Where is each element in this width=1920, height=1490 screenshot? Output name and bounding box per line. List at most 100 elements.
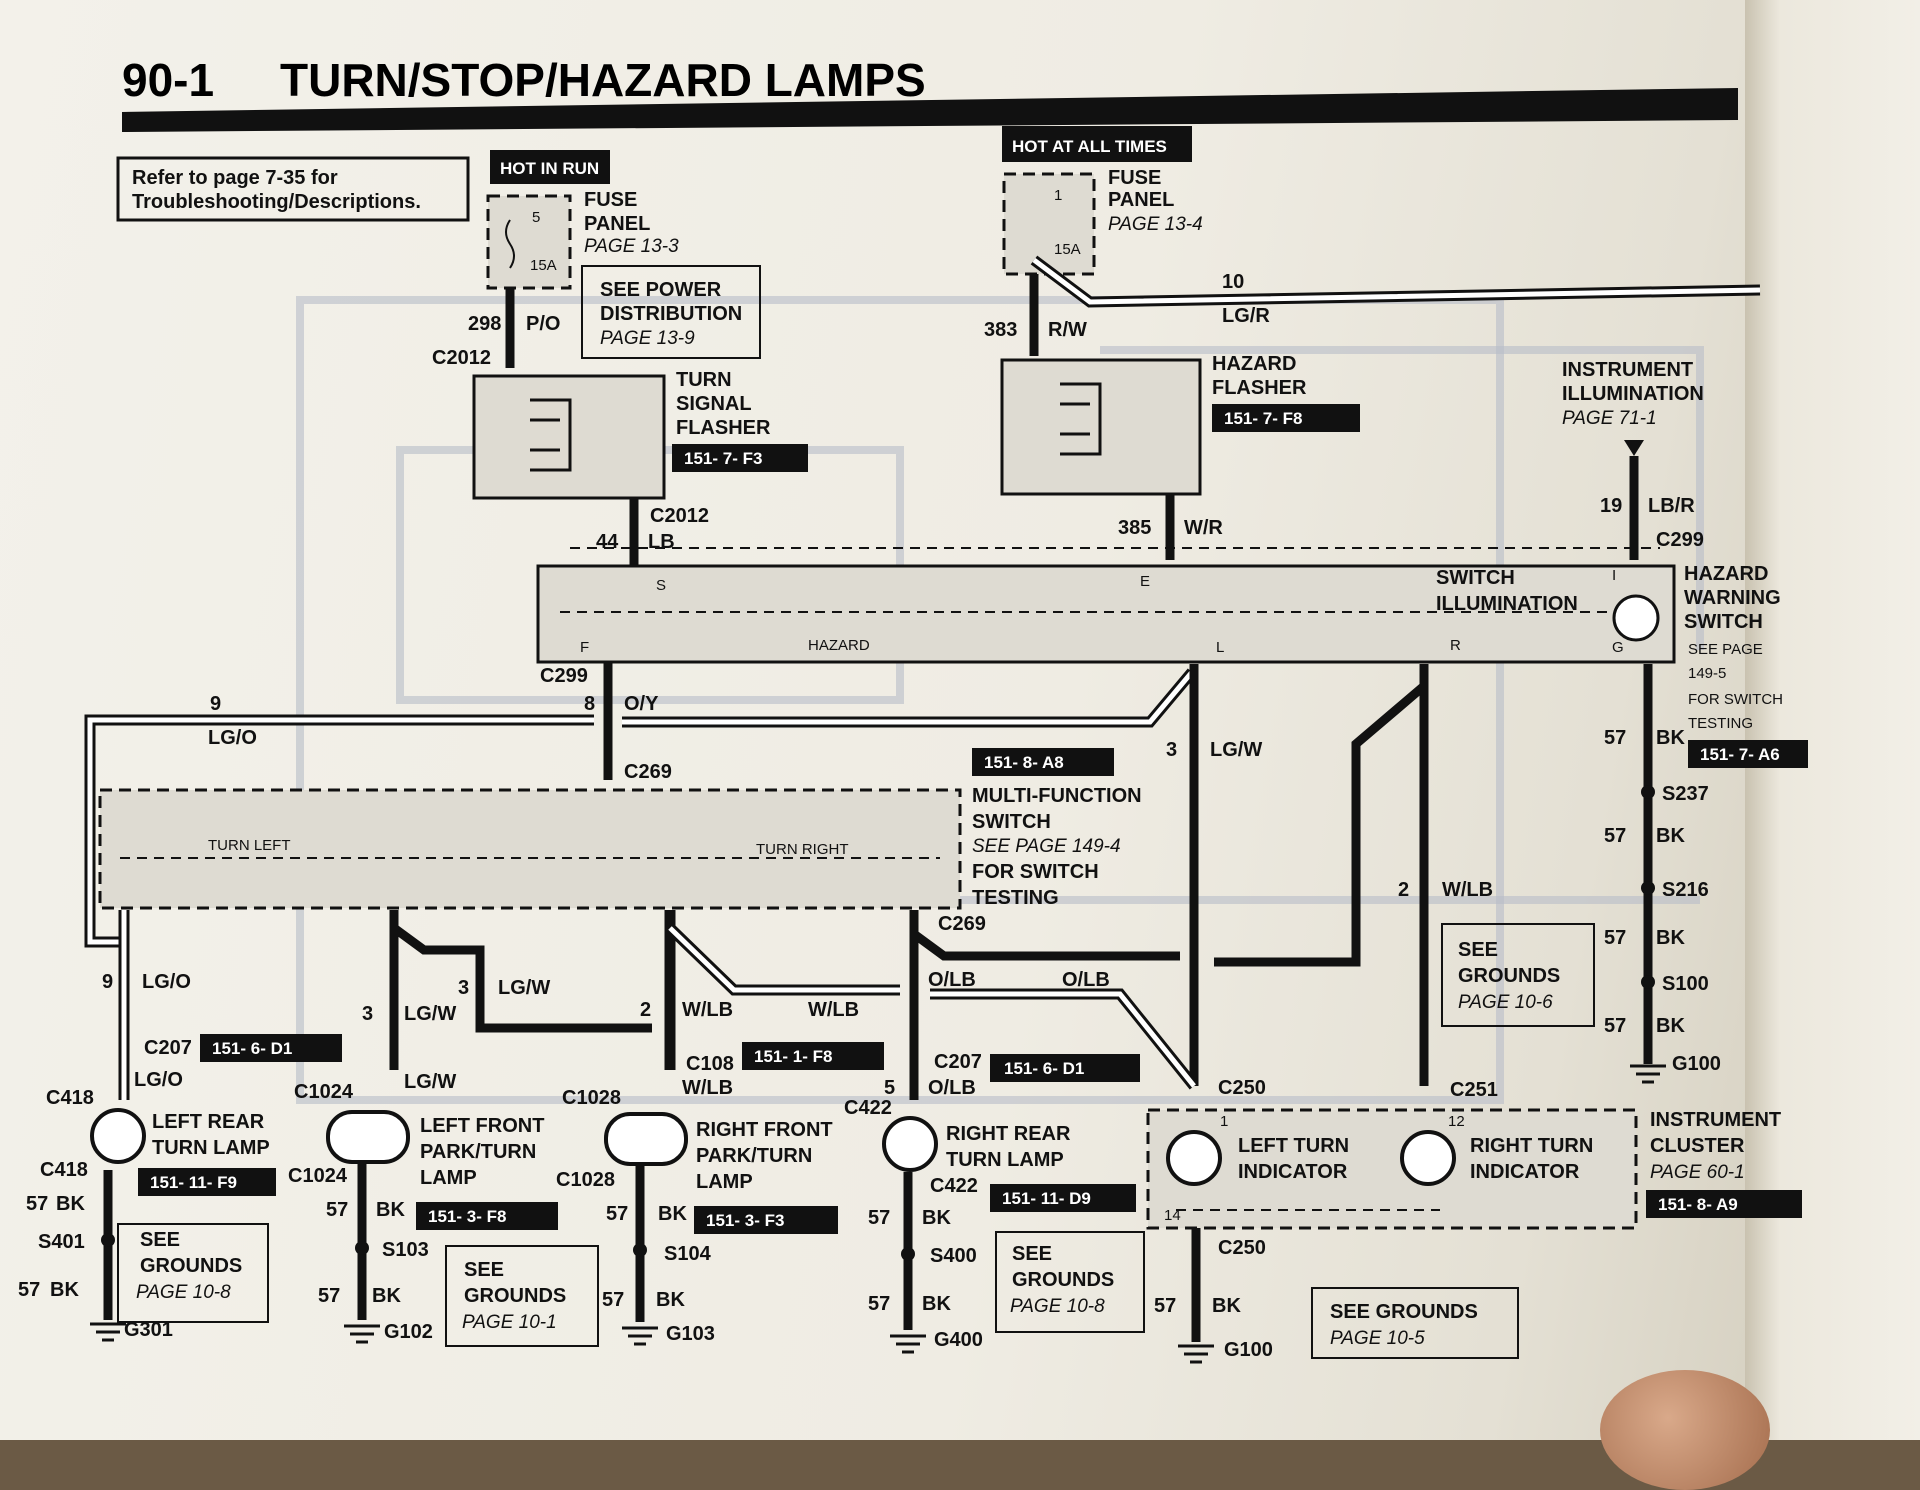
cl-bk: BK [1212, 1295, 1241, 1317]
wire-44-color: LB [648, 531, 675, 553]
pin-s: S [656, 577, 666, 594]
turn-flasher-l3: FLASHER [676, 417, 771, 439]
lgw-near-c1024: LG/W [404, 1071, 456, 1093]
wire-8-color: O/Y [624, 693, 659, 715]
sg101-page: PAGE 10-1 [462, 1312, 557, 1333]
see-grounds-10-6 [1441, 923, 1595, 1027]
left-rear-lamp [90, 1108, 146, 1164]
lgo-color-near-c418: LG/O [134, 1069, 183, 1091]
fuse-1-number: 1 [1054, 187, 1062, 204]
splice-s237: S237 [1662, 783, 1709, 805]
page-title: TURN/STOP/HAZARD LAMPS [280, 54, 926, 106]
c2012-bottom: C2012 [650, 505, 709, 527]
c250-top: C250 [1218, 1077, 1266, 1099]
wire-383-color: R/W [1048, 319, 1087, 341]
wire-2b-num: 2 [640, 999, 651, 1021]
left-rear-l2: TURN LAMP [152, 1137, 270, 1159]
bk-57-c-num: 57 [1604, 927, 1626, 949]
thumb-in-frame [1600, 1370, 1770, 1490]
sg108b-page: PAGE 10-8 [1010, 1296, 1105, 1317]
c422-bottom: C422 [930, 1175, 978, 1197]
wire-2b-color: W/LB [682, 999, 733, 1021]
wire-8-num: 8 [584, 693, 595, 715]
splice-s216: S216 [1662, 879, 1709, 901]
multi-function-switch [98, 788, 962, 910]
hazard-flasher-ref: 151- 7- F8 [1224, 409, 1302, 428]
right-rear-l1: RIGHT REAR [946, 1123, 1071, 1145]
see-power-l3: PAGE 13-9 [600, 328, 695, 349]
left-front-ref-badge [416, 1202, 558, 1230]
hazard-inner-label: HAZARD [808, 637, 870, 654]
fuse-5-number: 5 [532, 209, 540, 226]
ground-g102: G102 [384, 1321, 433, 1343]
c299-left: C299 [540, 665, 588, 687]
rf-bk-b: BK [656, 1289, 685, 1311]
lf-57b-num: 57 [318, 1285, 340, 1307]
bk-57-c-color: BK [1656, 927, 1685, 949]
cluster-pin14: 14 [1164, 1207, 1181, 1224]
fuse-5 [486, 194, 572, 290]
cluster-l1: INSTRUMENT [1650, 1109, 1781, 1131]
sg106-l1: SEE [1458, 939, 1498, 961]
see-grounds-10-1 [445, 1245, 599, 1347]
c207-right: C207 [934, 1051, 982, 1073]
wire-9b-num: 9 [102, 971, 113, 993]
right-rear-l2: TURN LAMP [946, 1149, 1064, 1171]
right-front-l2: PARK/TURN [696, 1145, 812, 1167]
rf-57b-num: 57 [602, 1289, 624, 1311]
ground-g100-cluster: G100 [1224, 1339, 1273, 1361]
refer-note-box [116, 156, 470, 222]
mfs-l3: SEE PAGE 149-4 [972, 836, 1121, 857]
wire-298-num: 298 [468, 313, 501, 335]
ground-symbol-g100-right [1630, 1064, 1666, 1084]
turn-flasher-ref-badge [672, 444, 808, 472]
cluster-pin12: 12 [1448, 1113, 1465, 1130]
fuse-1-amps: 15A [1054, 241, 1081, 258]
mfs-ref-badge [972, 748, 1114, 776]
rr-57b-num: 57 [868, 1293, 890, 1315]
turn-flasher-l1: TURN [676, 369, 732, 391]
fuse-panel-right-page: PAGE 13-4 [1108, 214, 1203, 235]
hot-at-all-times-badge [1002, 126, 1192, 162]
c207b-ref-badge [990, 1054, 1140, 1082]
wire-10-color: LG/R [1222, 305, 1270, 327]
hws-ref-badge [1688, 740, 1808, 768]
mfs-ref: 151- 8- A8 [984, 753, 1064, 772]
lr-bk-b: BK [50, 1279, 79, 1301]
fuse-panel-left-l1: FUSE [584, 189, 637, 211]
lr-57-num: 57 [26, 1193, 48, 1215]
wire-2-wlb-main [1214, 664, 1429, 1086]
right-ind-l2: INDICATOR [1470, 1161, 1580, 1183]
refer-note-line2: Troubleshooting/Descriptions. [132, 191, 421, 213]
fuse-1 [1002, 172, 1096, 276]
wire-5-right-rear [909, 910, 1180, 1100]
right-front-ref: 151- 3- F3 [706, 1211, 784, 1230]
pin-e: E [1140, 573, 1150, 590]
c207b-ref: 151- 6- D1 [1004, 1059, 1084, 1078]
sg108a-l2: GROUNDS [140, 1255, 242, 1277]
rr-bk-b: BK [922, 1293, 951, 1315]
instr-illum-page: PAGE 71-1 [1562, 408, 1657, 429]
cluster-pin1: 1 [1220, 1113, 1228, 1130]
ground-g100-right: G100 [1672, 1053, 1721, 1075]
mfs-l4: FOR SWITCH [972, 861, 1099, 883]
hws-l6: FOR SWITCH [1688, 691, 1783, 708]
hws-l1: HAZARD [1684, 563, 1768, 585]
sg105-l1: SEE GROUNDS [1330, 1301, 1478, 1323]
wire-385-num: 385 [1118, 517, 1151, 539]
left-turn-indicator [1166, 1130, 1222, 1186]
right-front-l1: RIGHT FRONT [696, 1119, 833, 1141]
bk-57-d-num: 57 [1604, 1015, 1626, 1037]
cl-57-num: 57 [1154, 1295, 1176, 1317]
hazard-flasher-ref-badge [1212, 404, 1360, 432]
rr-57-num: 57 [868, 1207, 890, 1229]
see-power-l2: DISTRIBUTION [600, 303, 742, 325]
left-front-lamp [326, 1110, 410, 1164]
see-power-box [581, 265, 761, 359]
see-power-l1: SEE POWER [600, 279, 722, 301]
fuse-panel-left-l2: PANEL [584, 213, 650, 235]
bk-57-a-num: 57 [1604, 727, 1626, 749]
instr-illum-l2: ILLUMINATION [1562, 383, 1704, 405]
switch-illum-l1: SWITCH [1436, 567, 1515, 589]
hazard-warning-switch [536, 564, 1676, 664]
